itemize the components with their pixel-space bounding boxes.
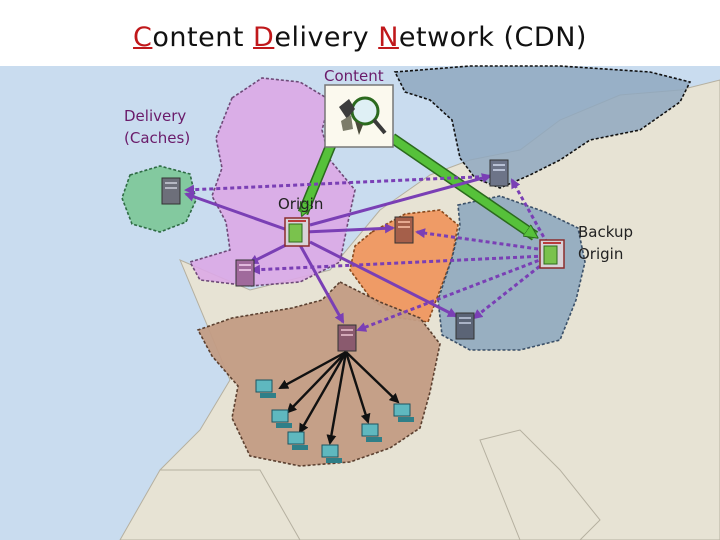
client-computer-icon-3	[287, 431, 308, 450]
origin-to-france-arrow	[298, 244, 345, 324]
label-delivery: Delivery	[124, 107, 186, 125]
label-origin: Origin	[278, 195, 323, 213]
region-france	[196, 281, 441, 467]
cache-server-icon-france	[337, 324, 357, 352]
client-arrow-2	[286, 351, 347, 414]
origin-server-icon	[284, 217, 310, 247]
region-nordic	[393, 65, 692, 189]
origin-to-germany-arrow	[309, 240, 458, 318]
client-arrow-6	[345, 351, 400, 404]
client-arrow-1	[278, 350, 347, 390]
cache-servers	[161, 159, 509, 352]
slide-title: Content Delivery Network (CDN)	[0, 22, 720, 53]
title-rest-n: etwork (CDN)	[398, 22, 587, 53]
client-delivery-arrows	[278, 350, 400, 445]
backup-to-benelux-arrow	[415, 228, 546, 252]
title-rest-d: elivery	[274, 22, 379, 53]
backup-to-france-arrow	[356, 256, 546, 332]
client-computer-icon-6	[393, 403, 414, 422]
cache-server-icon-uk-south	[235, 259, 255, 287]
client-computer-icon-4	[321, 444, 342, 463]
magnifier-content-icon	[324, 84, 394, 148]
backup-to-ireland-arrow	[184, 174, 501, 195]
label-backup: Backup	[578, 223, 633, 241]
origin-to-nordic-arrow	[309, 173, 492, 227]
label-caches: (Caches)	[124, 129, 190, 147]
backup-distribution-arrows	[184, 174, 549, 332]
title-cap-d: D	[253, 22, 275, 53]
title-cap-c: C	[133, 22, 153, 53]
label-content: Content	[324, 67, 384, 85]
origin-feeds	[297, 132, 535, 241]
label-backup-origin: Origin	[578, 245, 623, 263]
region-ireland	[121, 165, 197, 233]
cache-server-icon-nordic	[489, 159, 509, 187]
origin-to-ireland-arrow	[184, 191, 297, 235]
region-uk	[188, 77, 356, 287]
backup-to-germany-arrow	[472, 260, 546, 320]
title-cap-n: N	[378, 22, 399, 53]
cache-server-icon-benelux	[394, 216, 414, 244]
backup-to-nordic-arrow	[510, 178, 549, 244]
cache-server-icon-ireland	[161, 177, 181, 205]
client-arrow-5	[344, 351, 371, 424]
client-computer-icon-1	[255, 379, 276, 398]
diagram-labels: Content Delivery (Caches) Origin Backup …	[124, 67, 633, 263]
client-computers	[255, 379, 414, 463]
title-rest-c: ontent	[152, 22, 254, 53]
iberia-land	[119, 469, 301, 540]
cache-server-icon-germany	[455, 312, 475, 340]
client-arrow-4	[326, 351, 348, 445]
client-computer-icon-5	[361, 423, 382, 442]
backup-origin-server-icon	[539, 239, 565, 269]
italy-land	[479, 429, 601, 540]
client-arrow-3	[298, 351, 348, 434]
client-computer-icon-2	[271, 409, 292, 428]
cache-distribution-arrows	[184, 173, 492, 324]
origin-to-benelux-arrow	[304, 223, 395, 234]
